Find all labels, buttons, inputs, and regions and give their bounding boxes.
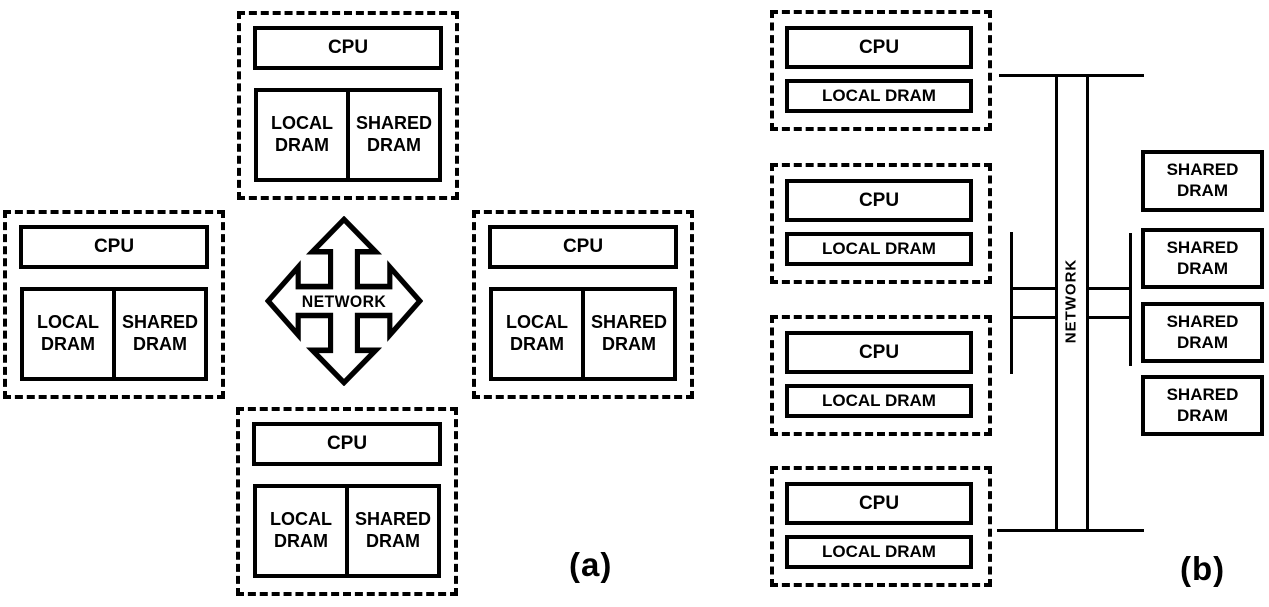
local-dram-label: LOCAL DRAM bbox=[271, 113, 333, 155]
dram-row: LOCAL DRAM SHARED DRAM bbox=[489, 287, 677, 381]
cpu-box: CPU bbox=[785, 482, 973, 525]
local-dram-box: LOCAL DRAM bbox=[254, 88, 350, 182]
cpu-label: CPU bbox=[858, 341, 900, 363]
shared-dram-label: SHARED DRAM bbox=[121, 312, 198, 354]
cpu-box: CPU bbox=[785, 179, 973, 222]
shared-dram-label: SHARED DRAM bbox=[590, 312, 667, 354]
bus-rail-right bbox=[1086, 74, 1089, 532]
local-dram-label: LOCAL DRAM bbox=[506, 312, 568, 354]
cpu-label: CPU bbox=[858, 36, 900, 58]
b-node-4: CPU LOCAL DRAM bbox=[770, 466, 992, 587]
cpu-label: CPU bbox=[858, 189, 900, 211]
a-network-label: NETWORK bbox=[302, 292, 386, 311]
cpu-box: CPU bbox=[253, 26, 443, 70]
b-network-label: NETWORK bbox=[1062, 258, 1080, 344]
shared-dram-label: SHARED DRAM bbox=[354, 509, 431, 551]
shared-dram-box-1: SHARED DRAM bbox=[1141, 150, 1264, 212]
local-dram-label: LOCAL DRAM bbox=[822, 542, 936, 561]
b-node-1: CPU LOCAL DRAM bbox=[770, 10, 992, 131]
shared-dram-box: SHARED DRAM bbox=[345, 484, 441, 578]
a-node-left: CPU LOCAL DRAM SHARED DRAM bbox=[3, 210, 225, 399]
bus-tap-left-lower bbox=[1010, 316, 1058, 319]
bus-stub-left bbox=[1010, 232, 1013, 374]
local-dram-box: LOCAL DRAM bbox=[253, 484, 349, 578]
local-dram-label: LOCAL DRAM bbox=[822, 86, 936, 105]
shared-dram-box-4: SHARED DRAM bbox=[1141, 375, 1264, 436]
bus-tap-right-upper bbox=[1086, 287, 1132, 290]
cpu-label: CPU bbox=[327, 37, 369, 58]
a-node-top: CPU LOCAL DRAM SHARED DRAM bbox=[237, 11, 459, 200]
bus-tap-left-upper bbox=[1010, 287, 1058, 290]
shared-dram-box: SHARED DRAM bbox=[346, 88, 442, 182]
shared-dram-label: SHARED DRAM bbox=[1166, 311, 1239, 352]
local-dram-box: LOCAL DRAM bbox=[785, 79, 973, 113]
dram-row: LOCAL DRAM SHARED DRAM bbox=[254, 88, 442, 182]
local-dram-box: LOCAL DRAM bbox=[20, 287, 116, 381]
cpu-label: CPU bbox=[326, 433, 368, 454]
bus-rail-left bbox=[1055, 74, 1058, 532]
local-dram-box: LOCAL DRAM bbox=[785, 232, 973, 266]
shared-dram-label: SHARED DRAM bbox=[1166, 384, 1239, 425]
bus-tap-right-lower bbox=[1086, 316, 1132, 319]
shared-dram-label: SHARED DRAM bbox=[1166, 237, 1239, 278]
four-way-arrow-icon: NETWORK bbox=[265, 216, 423, 386]
bus-stub-right bbox=[1129, 233, 1132, 366]
a-node-right: CPU LOCAL DRAM SHARED DRAM bbox=[472, 210, 694, 399]
local-dram-label: LOCAL DRAM bbox=[270, 509, 332, 551]
dram-row: LOCAL DRAM SHARED DRAM bbox=[253, 484, 441, 578]
shared-dram-label: SHARED DRAM bbox=[355, 113, 432, 155]
a-node-bottom: CPU LOCAL DRAM SHARED DRAM bbox=[236, 407, 458, 596]
b-node-2: CPU LOCAL DRAM bbox=[770, 163, 992, 284]
cpu-label: CPU bbox=[93, 236, 135, 257]
shared-dram-box-2: SHARED DRAM bbox=[1141, 228, 1264, 289]
shared-dram-label: SHARED DRAM bbox=[1166, 160, 1239, 200]
caption-b: (b) bbox=[1180, 550, 1226, 587]
cpu-label: CPU bbox=[858, 492, 900, 514]
dram-row: LOCAL DRAM SHARED DRAM bbox=[20, 287, 208, 381]
cpu-box: CPU bbox=[252, 422, 442, 466]
local-dram-label: LOCAL DRAM bbox=[822, 239, 936, 258]
cpu-box: CPU bbox=[785, 26, 973, 69]
cpu-label: CPU bbox=[562, 236, 604, 257]
local-dram-box: LOCAL DRAM bbox=[785, 535, 973, 569]
local-dram-box: LOCAL DRAM bbox=[785, 384, 973, 418]
shared-dram-box: SHARED DRAM bbox=[581, 287, 677, 381]
local-dram-label: LOCAL DRAM bbox=[37, 312, 99, 354]
bus-tap-bottom bbox=[997, 529, 1144, 532]
b-node-3: CPU LOCAL DRAM bbox=[770, 315, 992, 436]
four-way-arrow-outline bbox=[265, 216, 423, 386]
cpu-box: CPU bbox=[488, 225, 678, 269]
shared-dram-box-3: SHARED DRAM bbox=[1141, 302, 1264, 363]
cpu-box: CPU bbox=[19, 225, 209, 269]
bus-tap-top bbox=[999, 74, 1144, 77]
caption-a: (a) bbox=[569, 546, 613, 583]
local-dram-label: LOCAL DRAM bbox=[822, 391, 936, 410]
local-dram-box: LOCAL DRAM bbox=[489, 287, 585, 381]
cpu-box: CPU bbox=[785, 331, 973, 374]
shared-dram-box: SHARED DRAM bbox=[112, 287, 208, 381]
